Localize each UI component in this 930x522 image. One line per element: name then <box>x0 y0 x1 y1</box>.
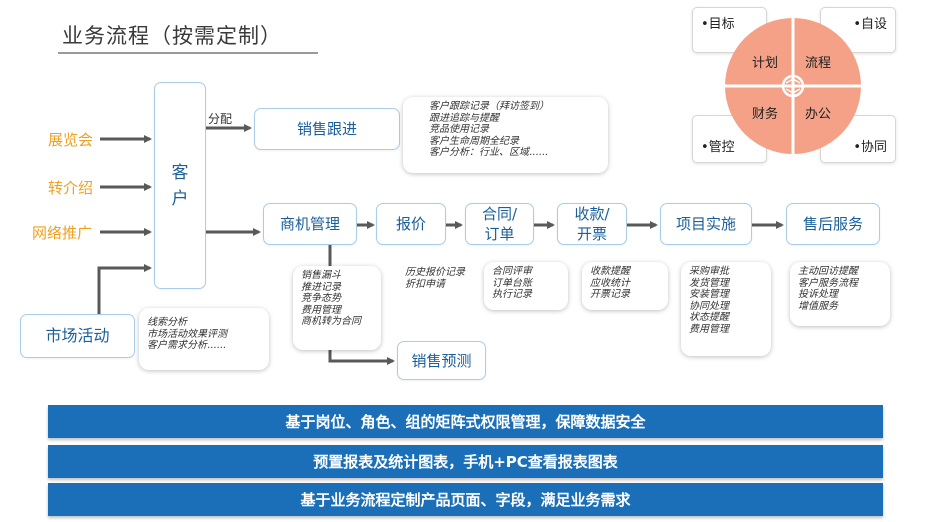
assign-label: 分配 <box>208 112 233 126</box>
quad-control-box: •管控 <box>692 115 767 163</box>
source-online: 网络推广 <box>32 224 93 242</box>
quad-self-box: •自设 <box>820 7 896 53</box>
bar-reports: 预置报表及统计图表，手机+PC查看报表图表 <box>48 445 883 478</box>
page-title: 业务流程（按需定制） <box>62 24 282 48</box>
title-underline <box>58 52 318 54</box>
quote-node: 报价 <box>376 203 446 245</box>
payment-notes: 收款提醒 应收统计 开票记录 <box>582 262 668 310</box>
quad-inner-plan: 计划 <box>752 56 779 71</box>
source-expo: 展览会 <box>48 131 94 149</box>
contract-notes: 合同评审 订单台账 执行记录 <box>484 262 568 310</box>
sales-follow-notes: 客户跟踪记录（拜访签到） 跟进追踪与提醒 竞品使用记录 客户生命周期全纪录 客户… <box>403 97 608 173</box>
quad-inner-process: 流程 <box>805 56 832 71</box>
opportunity-node: 商机管理 <box>263 203 357 245</box>
bar-permission: 基于岗位、角色、组的矩阵式权限管理，保障数据安全 <box>48 405 883 438</box>
bullet-icon: • <box>853 17 861 32</box>
project-node: 项目实施 <box>660 203 752 245</box>
bullet-icon: • <box>701 17 709 32</box>
aftersales-node: 售后服务 <box>786 203 880 245</box>
quad-collab-box: •协同 <box>820 115 896 163</box>
forecast-node: 销售预测 <box>397 341 486 380</box>
quad-inner-finance: 财务 <box>752 107 779 122</box>
contract-node: 合同/ 订单 <box>465 203 534 245</box>
bar-customize: 基于业务流程定制产品页面、字段，满足业务需求 <box>48 483 883 516</box>
opportunity-notes: 销售漏斗 推进记录 竞争态势 费用管理 商机转为合同 <box>293 266 381 350</box>
quad-outer-control: 管控 <box>708 140 735 155</box>
customer-node: 客 户 <box>154 82 206 289</box>
payment-node: 收款/ 开票 <box>557 203 627 245</box>
quad-outer-target: 目标 <box>708 17 735 32</box>
bullet-icon: • <box>701 140 709 155</box>
quote-notes: 历史报价记录 折扣申请 <box>405 267 465 290</box>
aftersales-notes: 主动回访提醒 客户服务流程 投诉处理 增值服务 <box>790 262 890 326</box>
bullet-icon: • <box>853 140 861 155</box>
quad-outer-collab: 协同 <box>860 140 887 155</box>
quad-outer-self: 自设 <box>860 17 887 32</box>
market-notes: 线索分析 市场活动效果评测 客户需求分析...... <box>139 308 269 370</box>
arrow-market <box>97 264 152 314</box>
market-activity-node: 市场活动 <box>20 314 135 358</box>
quad-inner-office: 办公 <box>805 107 832 122</box>
sales-follow-node: 销售跟进 <box>254 108 400 150</box>
project-notes: 采购审批 发货管理 安装管理 协同处理 状态提醒 费用管理 <box>681 262 771 356</box>
source-referral: 转介绍 <box>48 179 94 197</box>
quad-target-box: •目标 <box>692 7 767 53</box>
